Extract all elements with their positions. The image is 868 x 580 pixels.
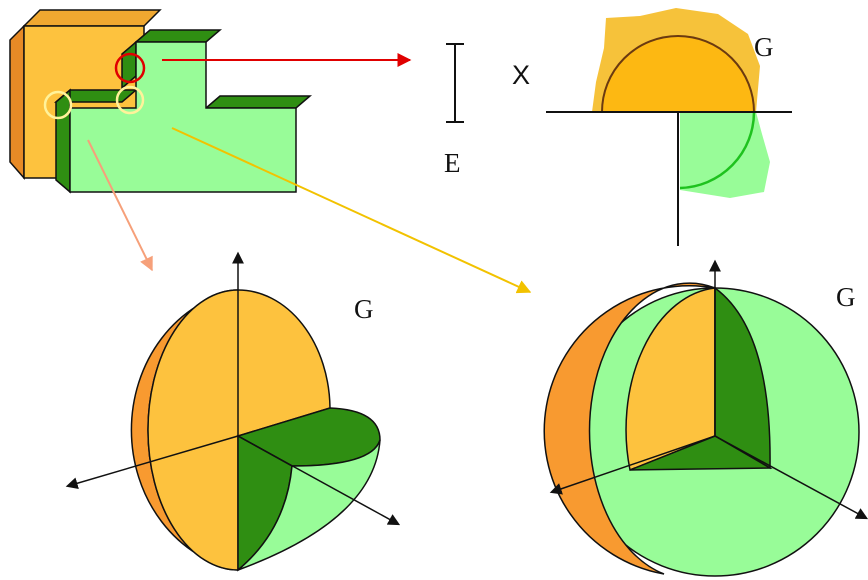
green-block-top-right [203,95,313,109]
label-g-top: G [754,32,774,62]
sphere-right-axis-left [549,435,716,495]
green-quarter-arc [679,111,756,190]
block-model [9,9,313,194]
yellow-highlight-circle-left [43,90,73,120]
sphere-left-yellow-face [147,289,331,571]
sphere-left-axis-right [237,435,401,526]
salmon-pointer-arrow [87,139,153,272]
orange-half-disc [600,35,756,113]
sphere-left-green-surface [237,439,381,571]
orange-block-top [22,9,162,27]
label-g-left: G [354,294,374,324]
sphere-right [543,259,868,577]
yellow-highlight-circle-inner [115,85,145,115]
label-e: E [444,148,461,178]
green-block-top-upper [133,29,223,43]
label-x: X [512,60,530,90]
sphere-right-yellow-face [625,287,716,472]
green-halo [680,112,770,198]
green-block-left-side [55,88,71,194]
scale-indicator [446,43,464,123]
orange-block-side [9,24,25,180]
green-block-front [69,41,297,193]
cross-section [546,8,792,246]
red-highlight-circle [114,52,146,84]
sphere-right-green-floor-face [629,435,773,471]
sphere-right-orange-shell [543,282,716,575]
sphere-left-axis-left [65,435,239,490]
sphere-right-axis-right [714,435,868,520]
yellow-pointer-arrow [171,127,532,294]
sphere-right-green-vertical-face [714,286,771,470]
label-g-right: G [836,282,856,312]
sphere-left [65,251,401,572]
